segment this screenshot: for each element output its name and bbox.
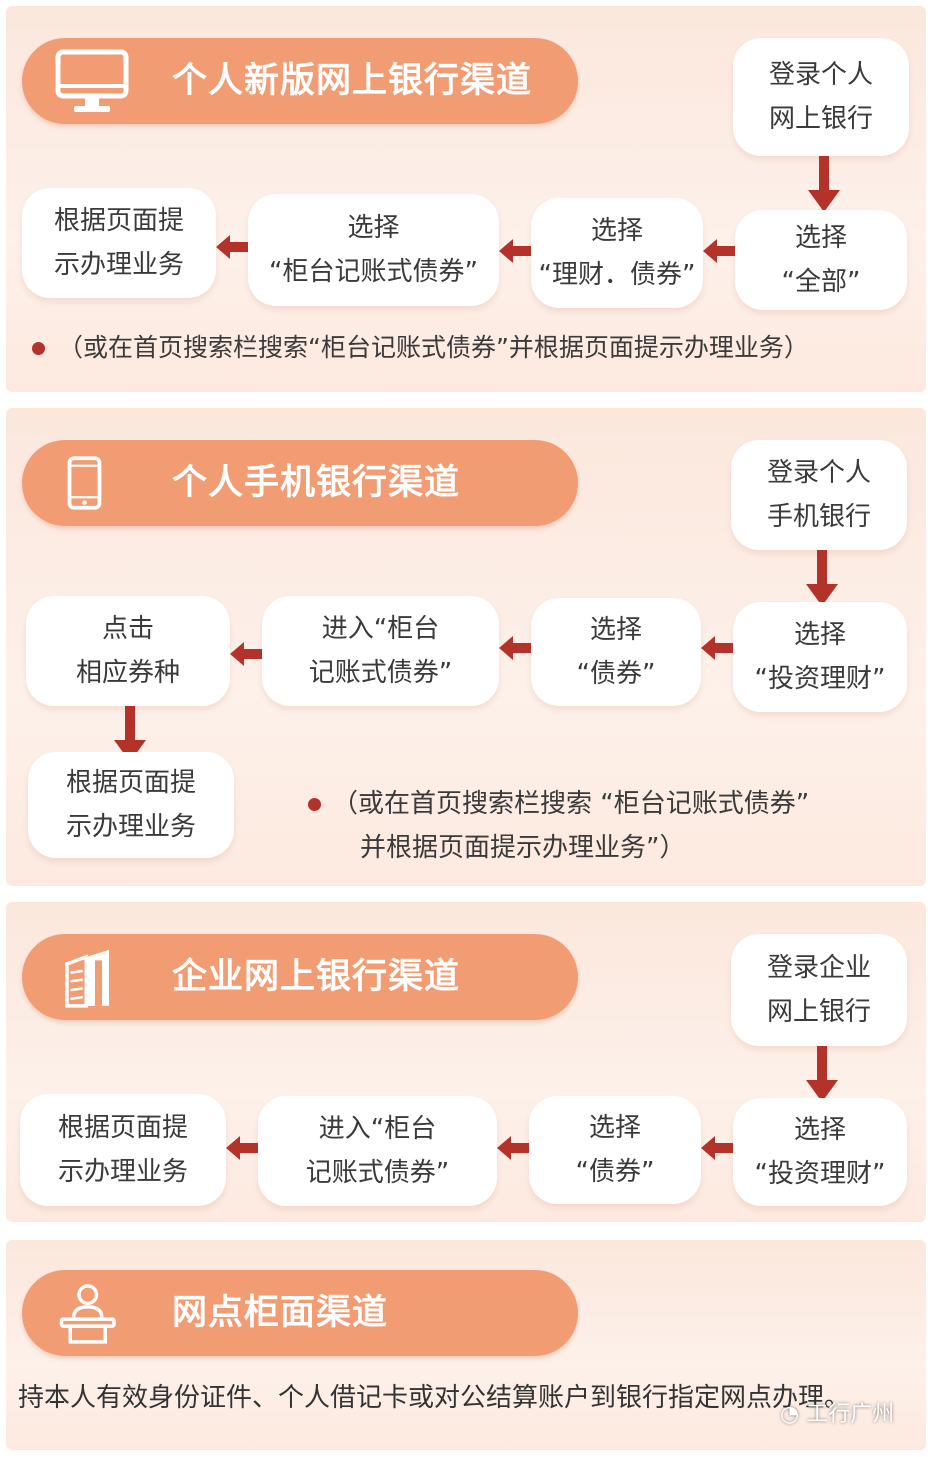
arrow-down-icon — [808, 156, 840, 212]
step-login-personal-mobile: 登录个人 手机银行 — [731, 440, 907, 550]
step-follow-prompts: 根据页面提 示办理业务 — [22, 188, 216, 298]
step-select-bonds: 选择 “债券” — [531, 598, 701, 706]
note-search-hint-line1: （或在首页搜索栏搜索 “柜台记账式债券” — [332, 789, 810, 819]
section-header: 个人手机银行渠道 — [22, 440, 578, 526]
step-select-counter-bond: 选择 “柜台记账式债券” — [248, 194, 499, 306]
watermark: ◔ 工行广州 — [780, 1402, 895, 1427]
step-login-corporate-online: 登录企业 网上银行 — [731, 934, 907, 1046]
step-select-investment: 选择 “投资理财” — [733, 602, 907, 712]
bullet-dot — [308, 798, 321, 811]
step-login-personal-online: 登录个人 网上银行 — [733, 38, 909, 156]
smartphone-icon — [67, 456, 102, 510]
arrow-left-icon — [226, 1136, 258, 1160]
section-header: 网点柜面渠道 — [22, 1270, 578, 1356]
step-enter-counter-bond: 进入“柜台 记账式债券” — [258, 1096, 497, 1206]
bullet-dot — [32, 342, 45, 355]
arrow-left-icon — [701, 636, 733, 660]
arrow-left-icon — [216, 235, 248, 259]
counter-clerk-icon — [59, 1284, 116, 1344]
building-icon — [65, 949, 109, 1008]
section-header: 企业网上银行渠道 — [22, 934, 578, 1020]
arrow-left-icon — [499, 636, 531, 660]
arrow-left-icon — [703, 239, 735, 263]
step-click-bond-type: 点击 相应券种 — [26, 596, 230, 706]
branch-instruction-text: 持本人有效身份证件、个人借记卡或对公结算账户到银行指定网点办理。 — [18, 1383, 851, 1413]
step-select-investment: 选择 “投资理财” — [733, 1098, 907, 1206]
arrow-down-icon — [806, 1046, 838, 1102]
arrow-down-icon — [114, 706, 146, 762]
note-search-hint-line2: 并根据页面提示办理业务”） — [360, 833, 686, 863]
monitor-icon — [55, 49, 129, 112]
arrow-left-icon — [230, 642, 262, 666]
step-follow-prompts: 根据页面提 示办理业务 — [28, 752, 234, 858]
step-follow-prompts: 根据页面提 示办理业务 — [20, 1094, 226, 1206]
section-title: 网点柜面渠道 — [172, 1293, 389, 1333]
step-select-wealth-bonds: 选择 “理财．债券” — [531, 198, 703, 308]
step-enter-counter-bond: 进入“柜台 记账式债券” — [262, 596, 499, 706]
section-header: 个人新版网上银行渠道 — [22, 38, 578, 124]
step-select-all: 选择 “全部” — [735, 210, 907, 310]
section-title: 个人手机银行渠道 — [172, 463, 461, 503]
step-select-bonds: 选择 “债券” — [529, 1096, 701, 1204]
arrow-left-icon — [499, 239, 531, 263]
section-title: 个人新版网上银行渠道 — [172, 61, 533, 101]
note-search-hint: （或在首页搜索栏搜索“柜台记账式债券”并根据页面提示办理业务） — [58, 333, 809, 362]
arrow-down-icon — [806, 550, 838, 606]
arrow-left-icon — [701, 1136, 733, 1160]
section-title: 企业网上银行渠道 — [172, 957, 461, 997]
arrow-left-icon — [497, 1136, 529, 1160]
wechat-icon: ◔ — [780, 1402, 807, 1427]
